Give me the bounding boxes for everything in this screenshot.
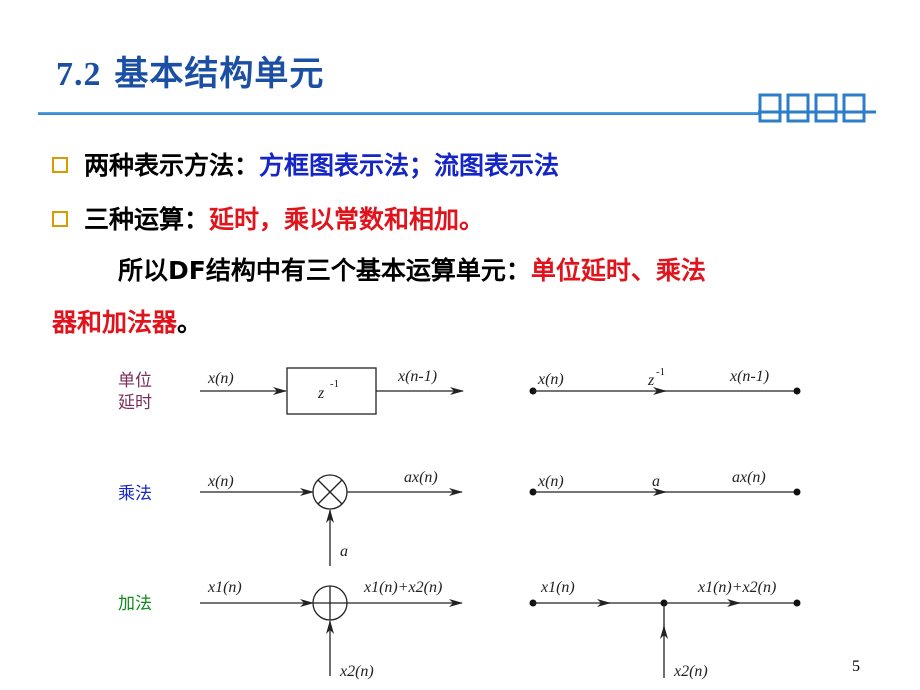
delay-block	[286, 367, 377, 415]
paragraph-prefix: 所以DF结构中有三个基本运算单元：	[118, 256, 531, 285]
paragraph-suffix: 。	[177, 308, 203, 337]
block-adder: x1(n) x1(n)+x2(n) x2(n)	[200, 579, 463, 680]
flow-output-label: x(n-1)	[729, 368, 769, 385]
flow-gain-exponent: -1	[656, 366, 665, 378]
label-line: 单位	[118, 371, 152, 391]
decorative-blocks-icon	[758, 93, 876, 123]
bullet-highlight: 延时，乘以常数和相加。	[209, 205, 485, 234]
bullet-item: 两种表示方法：方框图表示法；流图表示法	[52, 146, 559, 182]
block-input-label: x(n)	[207, 473, 234, 490]
block-input-label: x1(n)	[207, 579, 242, 596]
slide-title: 7.2 基本结构单元	[56, 46, 324, 95]
block-output-label: x(n-1)	[397, 368, 437, 385]
bullet-prefix: 两种表示方法：	[84, 151, 260, 180]
block-exponent: -1	[330, 378, 339, 390]
flow-input-label: x(n)	[537, 371, 564, 388]
block-coefficient-label: a	[340, 543, 348, 560]
flow-output-label: x1(n)+x2(n)	[697, 579, 776, 596]
label-multiplier: 乘法	[118, 483, 152, 505]
flow-input-label: x(n)	[537, 473, 564, 490]
paragraph-line-1: 所以DF结构中有三个基本运算单元：单位延时、乘法	[118, 251, 706, 287]
title-underline	[38, 112, 760, 115]
paragraph-highlight: 单位延时、乘法	[530, 256, 706, 285]
flow-input-label: x1(n)	[540, 579, 575, 596]
label-line: 延时	[118, 393, 152, 413]
page-number: 5	[852, 658, 860, 675]
block-output-label: x1(n)+x2(n)	[363, 579, 442, 596]
title-number: 7.2	[56, 56, 102, 93]
flow-output-label: ax(n)	[732, 469, 766, 486]
label-unit-delay: 单位 延时	[118, 370, 152, 414]
paragraph-line-2: 器和加法器。	[52, 303, 202, 339]
block-output-label: ax(n)	[404, 469, 438, 486]
square-bullet-icon	[52, 211, 68, 227]
multiplier-icon-cross	[317, 479, 343, 505]
node	[793, 387, 801, 395]
flow-second-input-label: x2(n)	[673, 663, 708, 680]
bullet-prefix: 三种运算：	[84, 205, 210, 234]
flow-multiplier: x(n) a ax(n)	[529, 469, 801, 496]
block-unit-delay: x(n) z -1 x(n-1)	[200, 367, 464, 415]
flow-gain-label: z	[647, 372, 655, 389]
label-line: 乘法	[118, 484, 152, 504]
bullet-item: 三种运算：延时，乘以常数和相加。	[52, 200, 484, 236]
block-second-input-label: x2(n)	[339, 663, 374, 680]
flow-adder: x1(n) x1(n)+x2(n) x2(n)	[529, 579, 801, 680]
block-multiplier: x(n) ax(n) a	[200, 469, 463, 566]
block-input-label: x(n)	[207, 370, 234, 387]
flow-unit-delay: x(n) z -1 x(n-1)	[529, 366, 801, 395]
paragraph-highlight-continued: 器和加法器	[52, 308, 178, 337]
label-line: 加法	[118, 594, 152, 614]
bullet-highlight: 方框图表示法；流图表示法	[259, 151, 560, 180]
square-bullet-icon	[52, 157, 68, 173]
node	[793, 488, 801, 496]
label-adder: 加法	[118, 593, 152, 615]
title-text: 基本结构单元	[114, 54, 325, 94]
node	[793, 599, 801, 607]
block-symbol: z	[317, 385, 325, 402]
flow-gain-label: a	[652, 473, 660, 490]
